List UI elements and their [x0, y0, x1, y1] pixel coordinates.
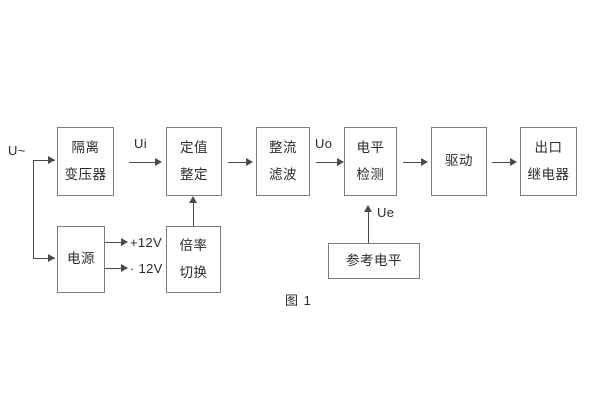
- connector-input-to-transformer-h: [33, 160, 55, 161]
- arrowhead-drive-to-relay: [510, 158, 517, 166]
- block-power-supply-line1: 电源: [67, 251, 95, 267]
- arrowhead-transformer-to-setting: [155, 158, 162, 166]
- block-rectify-filter-line1: 整流: [269, 139, 297, 155]
- block-reference-level-line1: 参考电平: [346, 252, 402, 268]
- signal-label-ue: Ue: [377, 205, 395, 220]
- figure-caption: 图 1: [285, 293, 312, 308]
- block-rectify-filter-line2: 滤波: [269, 167, 297, 182]
- block-rectify-filter: 整流 滤波: [256, 127, 310, 196]
- connector-power-neg12v: [105, 268, 125, 269]
- signal-label-ui: Ui: [134, 136, 147, 151]
- block-isolation-transformer: 隔离 变压器: [57, 127, 114, 196]
- block-level-detect: 电平 检测: [344, 127, 397, 196]
- arrowhead-rectify-to-level: [337, 158, 344, 166]
- connector-drive-to-relay: [492, 162, 514, 163]
- signal-label-input: U~: [8, 143, 26, 158]
- block-setting-value-line2: 整定: [180, 167, 208, 182]
- connector-rectify-to-level: [316, 162, 341, 163]
- block-power-supply: 电源: [57, 226, 105, 293]
- connector-power-pos12v: [105, 242, 125, 243]
- block-level-detect-line1: 电平: [356, 139, 385, 155]
- arrowhead-multiplier-to-setting: [189, 196, 197, 203]
- connector-setting-to-rectify: [228, 162, 250, 163]
- connector-transformer-to-setting: [129, 162, 157, 163]
- arrowhead-input-to-transformer: [48, 156, 55, 164]
- block-drive: 驱动: [431, 127, 487, 196]
- connector-reference-to-level: [368, 212, 369, 243]
- block-drive-line1: 驱动: [445, 153, 473, 169]
- block-setting-value: 定值 整定: [166, 127, 222, 196]
- connector-multiplier-to-setting: [193, 203, 194, 226]
- block-setting-value-line1: 定值: [180, 139, 208, 155]
- block-output-relay-line2: 继电器: [527, 167, 570, 182]
- block-multiplier-switch: 倍率 切换: [166, 226, 221, 293]
- signal-label-pos12v: +12V: [130, 235, 162, 250]
- arrowhead-setting-to-rectify: [246, 158, 253, 166]
- block-reference-level: 参考电平: [328, 243, 420, 279]
- arrowhead-level-to-drive: [421, 158, 428, 166]
- connector-input-vertical-bus: [33, 160, 34, 258]
- block-output-relay: 出口 继电器: [520, 127, 577, 196]
- connector-level-to-drive: [403, 162, 425, 163]
- arrowhead-power-neg12v: [121, 264, 128, 272]
- signal-label-uo: Uo: [315, 136, 333, 151]
- arrowhead-reference-to-level: [364, 205, 372, 212]
- block-output-relay-line1: 出口: [534, 139, 563, 155]
- block-isolation-transformer-line1: 隔离: [71, 139, 100, 155]
- block-level-detect-line2: 检测: [356, 167, 385, 182]
- arrowhead-input-to-power: [48, 254, 55, 262]
- block-isolation-transformer-line2: 变压器: [64, 167, 107, 182]
- connector-input-to-power-h: [33, 258, 55, 259]
- block-multiplier-switch-line1: 倍率: [179, 237, 208, 253]
- block-multiplier-switch-line2: 切换: [179, 265, 208, 280]
- signal-label-neg12v: · 12V: [130, 261, 163, 276]
- arrowhead-power-pos12v: [121, 238, 128, 246]
